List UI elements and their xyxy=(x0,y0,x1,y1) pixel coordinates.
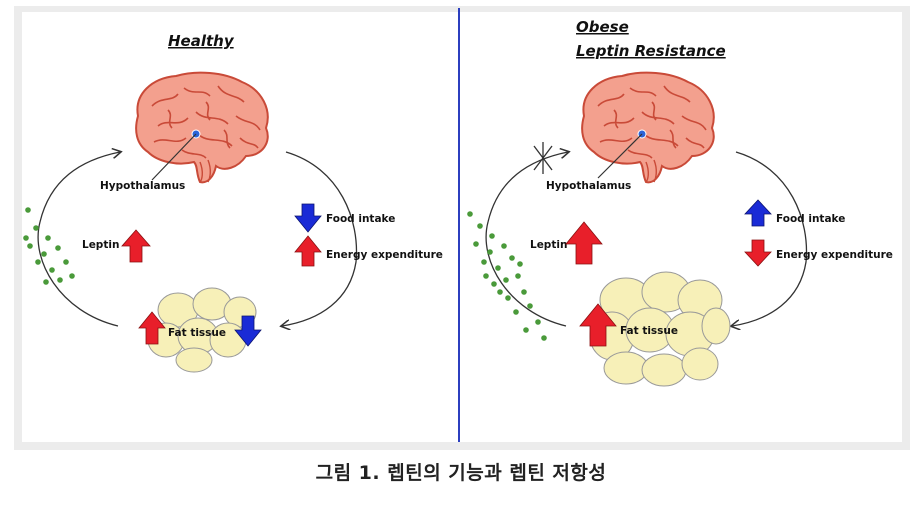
leptin-dots xyxy=(23,207,75,285)
leptin-dot xyxy=(521,289,527,295)
leptin-dots xyxy=(467,211,547,341)
figure-panel xyxy=(22,12,902,442)
leptin-dot xyxy=(55,245,61,251)
leptin-dot xyxy=(489,233,495,239)
leptin-dot xyxy=(535,319,541,325)
leptin-dot xyxy=(35,259,41,265)
obese-title-line2: Leptin Resistance xyxy=(576,42,726,60)
leptin-dot xyxy=(501,243,507,249)
leptin-dot xyxy=(483,273,489,279)
leptin-dot xyxy=(57,277,63,283)
leptin-diagram: Healthy Hypothalamus Leptin Fat tissue xyxy=(22,8,902,442)
food-intake-label: Food intake xyxy=(776,213,845,225)
leptin-dot xyxy=(517,261,523,267)
food-intake-label: Food intake xyxy=(326,213,395,225)
leptin-up-arrow xyxy=(565,221,603,265)
leptin-dot xyxy=(69,273,75,279)
hypothalamus-pointer xyxy=(597,133,643,179)
leptin-dot xyxy=(33,225,39,231)
leptin-dot xyxy=(41,251,47,257)
leptin-dot xyxy=(63,259,69,265)
leptin-dot xyxy=(481,259,487,265)
fat-down-arrow xyxy=(234,315,262,347)
leptin-dot xyxy=(487,249,493,255)
hypothalamus-label: Hypothalamus xyxy=(546,180,631,192)
food-intake-up-arrow xyxy=(744,199,772,227)
leptin-dot xyxy=(541,335,547,341)
leptin-dot xyxy=(473,241,479,247)
leptin-dot xyxy=(477,223,483,229)
figure-caption: 그림 1. 렙틴의 기능과 렙틴 저항성 xyxy=(315,462,607,484)
food-intake-down-arrow xyxy=(294,203,322,233)
fat-tissue-label: Fat tissue xyxy=(620,325,678,337)
leptin-dot xyxy=(25,207,31,213)
leptin-label: Leptin xyxy=(530,239,567,251)
fat-tissue-cluster xyxy=(147,287,257,373)
leptin-dot xyxy=(27,243,33,249)
leptin-dot xyxy=(467,211,473,217)
energy-up-arrow xyxy=(294,235,322,267)
energy-down-arrow xyxy=(744,239,772,267)
brain-to-fat-arrow xyxy=(732,151,808,326)
healthy-panel: Healthy Hypothalamus Leptin Fat tissue xyxy=(23,32,443,373)
leptin-dot xyxy=(515,273,521,279)
leptin-signal-arrow xyxy=(485,152,568,327)
blocked-signal-icon xyxy=(533,142,553,174)
fat-tissue-label: Fat tissue xyxy=(168,327,226,339)
leptin-dot xyxy=(509,255,515,261)
brain-to-fat-arrow xyxy=(282,151,358,326)
leptin-dot xyxy=(49,267,55,273)
hypothalamus-label: Hypothalamus xyxy=(100,180,185,192)
healthy-title: Healthy xyxy=(168,32,235,50)
obese-panel: Obese Leptin Resistance Hypothalamus Lep… xyxy=(467,18,893,387)
leptin-dot xyxy=(45,235,51,241)
leptin-dot xyxy=(523,327,529,333)
leptin-dot xyxy=(491,281,497,287)
leptin-dot xyxy=(23,235,29,241)
leptin-dot xyxy=(495,265,501,271)
obese-title-line1: Obese xyxy=(576,18,629,36)
leptin-signal-arrow xyxy=(37,152,120,327)
leptin-dot xyxy=(513,309,519,315)
leptin-dot xyxy=(497,289,503,295)
leptin-label: Leptin xyxy=(82,239,119,251)
energy-expenditure-label: Energy expenditure xyxy=(776,249,893,261)
leptin-up-arrow xyxy=(121,229,151,263)
hypothalamus-pointer xyxy=(151,133,197,181)
leptin-dot xyxy=(505,295,511,301)
leptin-dot xyxy=(527,303,533,309)
fat-up-arrow xyxy=(579,303,617,347)
energy-expenditure-label: Energy expenditure xyxy=(326,249,443,261)
fat-up-arrow xyxy=(138,311,166,345)
leptin-dot xyxy=(43,279,49,285)
leptin-dot xyxy=(503,277,509,283)
